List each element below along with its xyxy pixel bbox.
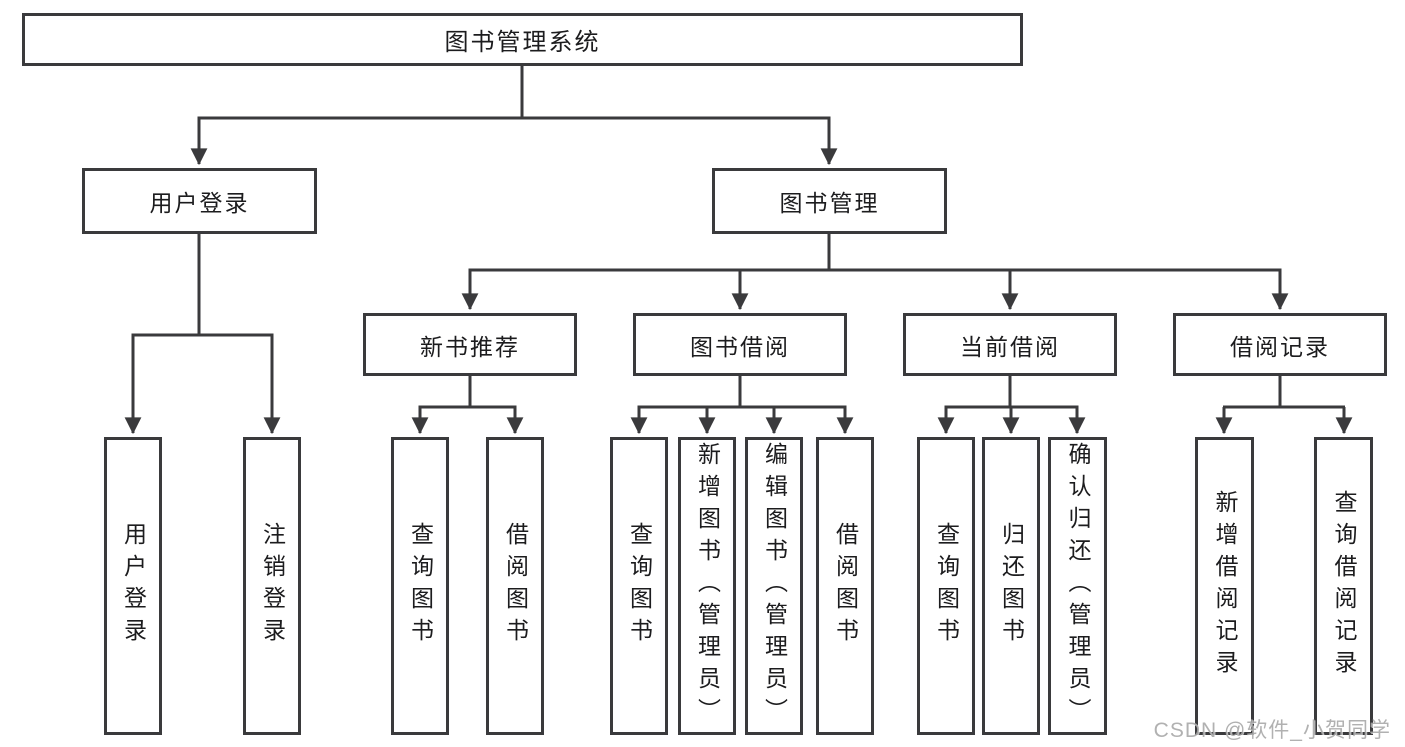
leaf-query-books-borrow: 查询图书 xyxy=(610,437,668,735)
leaf-add-borrow-record: 新增借阅记录 xyxy=(1195,437,1254,735)
leaf-query-books-recommend: 查询图书 xyxy=(391,437,449,735)
leaf-query-borrow-record: 查询借阅记录 xyxy=(1314,437,1373,735)
node-new-book-recommend: 新书推荐 xyxy=(363,313,577,376)
node-borrow-records: 借阅记录 xyxy=(1173,313,1387,376)
node-book-borrow: 图书借阅 xyxy=(633,313,847,376)
leaf-query-books-current: 查询图书 xyxy=(917,437,975,735)
leaf-add-book-admin: 新增图书（管理员） xyxy=(678,437,736,735)
csdn-watermark: CSDN @软件_小贺同学 xyxy=(1153,719,1391,742)
leaf-return-books: 归还图书 xyxy=(982,437,1040,735)
node-book-management: 图书管理 xyxy=(712,168,947,234)
leaf-edit-book-admin: 编辑图书（管理员） xyxy=(745,437,803,735)
node-user-login: 用户登录 xyxy=(82,168,317,234)
node-root: 图书管理系统 xyxy=(22,13,1023,66)
leaf-user-login: 用户登录 xyxy=(104,437,162,735)
leaf-logout: 注销登录 xyxy=(243,437,301,735)
leaf-confirm-return-admin: 确认归还（管理员） xyxy=(1048,437,1107,735)
leaf-borrow-books-recommend: 借阅图书 xyxy=(486,437,544,735)
leaf-borrow-books: 借阅图书 xyxy=(816,437,874,735)
node-current-borrow: 当前借阅 xyxy=(903,313,1117,376)
